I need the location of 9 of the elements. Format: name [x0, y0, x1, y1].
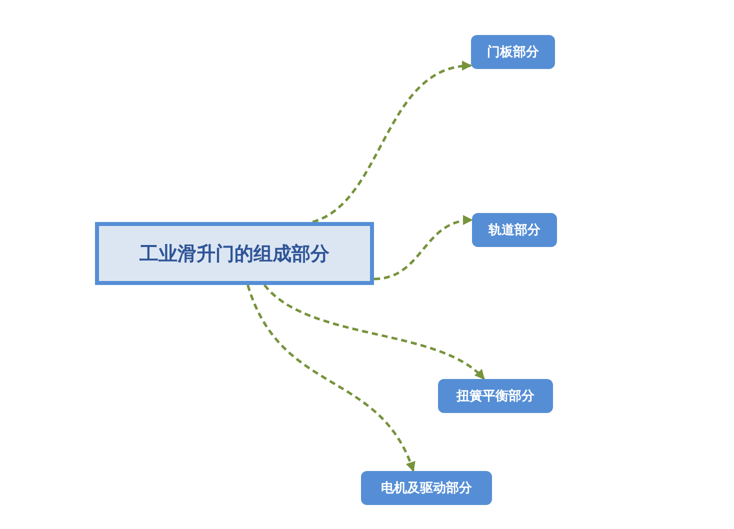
dashed-arrow [246, 284, 415, 472]
subtopic-box: 扭簧平衡部分 [438, 379, 553, 413]
subtopic-box: 轨道部分 [472, 213, 557, 247]
dashed-arrow [264, 284, 485, 380]
subtopic-box: 电机及驱动部分 [361, 471, 492, 505]
subtopic-box: 门板部分 [471, 35, 555, 69]
dashed-arrow [374, 216, 473, 280]
topic-box: 工业滑升门的组成部分 [95, 222, 374, 285]
dashed-arrow [312, 62, 472, 224]
